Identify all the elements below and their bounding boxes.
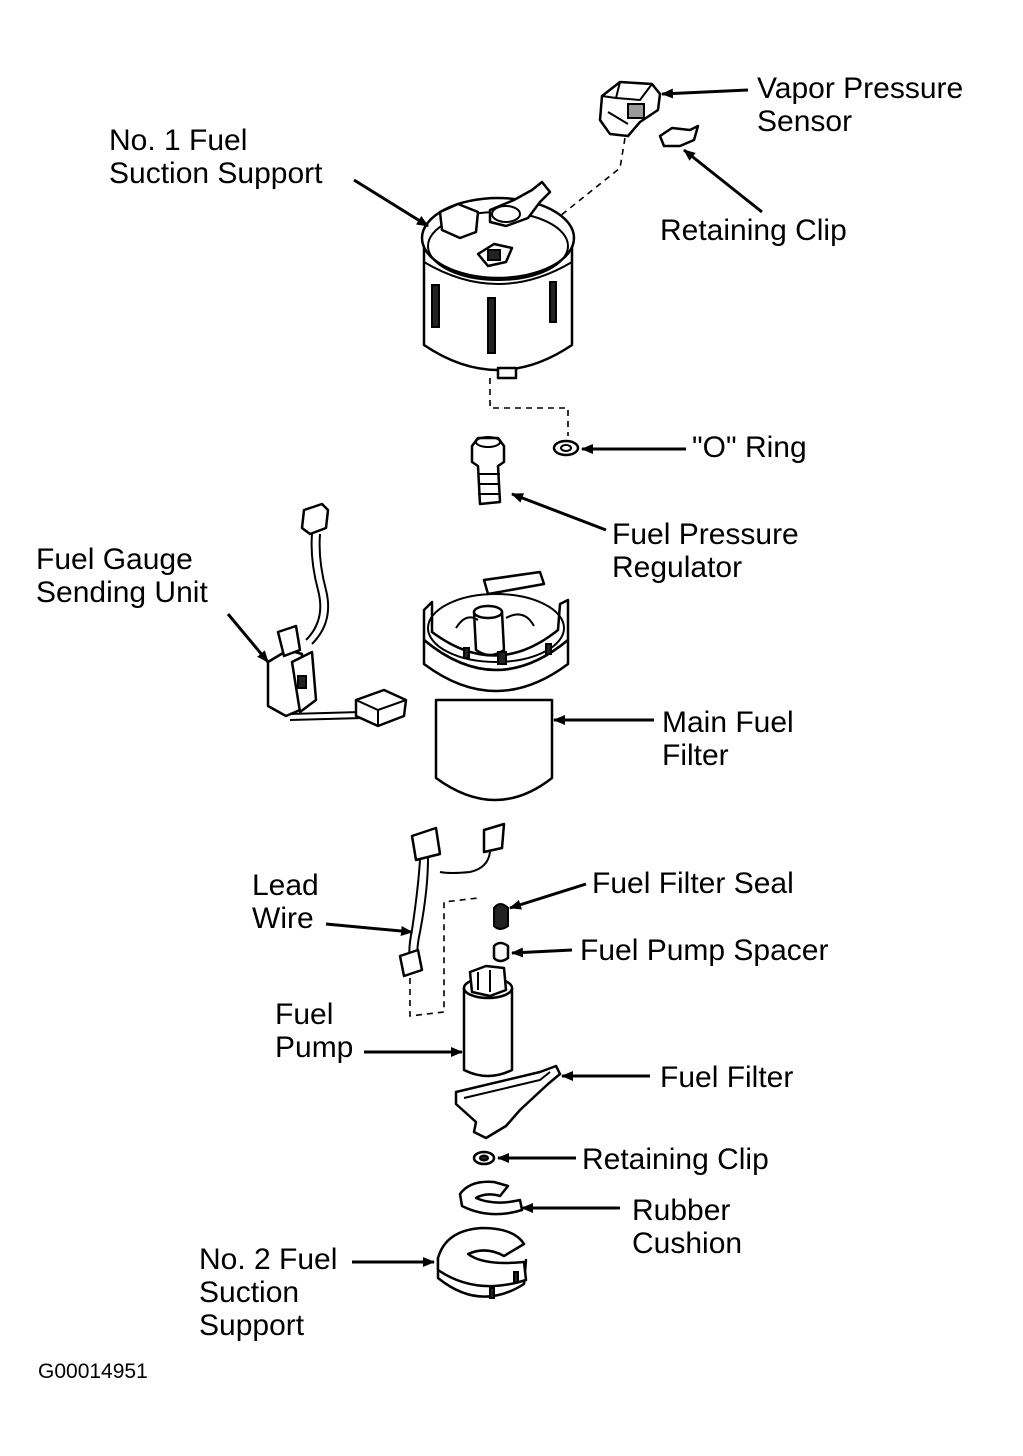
fuel-pressure-regulator-label: Fuel Pressure Regulator [612, 518, 799, 584]
label-line: Suction Support [109, 157, 323, 190]
label-line: Wire [252, 902, 314, 935]
fuel-filter-seal-label: Fuel Filter Seal [592, 867, 794, 900]
label-line: Retaining Clip [582, 1143, 769, 1176]
label-line: Rubber [632, 1194, 731, 1227]
o-ring-label: "O" Ring [692, 431, 807, 464]
fuel-gauge-sending-unit-part [266, 502, 408, 728]
no1-fuel-suction-support-part [420, 180, 576, 380]
label-line: Fuel Filter [660, 1061, 794, 1094]
label-line: Fuel [275, 998, 334, 1031]
no2-fuel-suction-support-label: No. 2 Fuel Suction Support [199, 1243, 337, 1342]
label-line: Fuel Filter Seal [592, 867, 794, 900]
label-line: Retaining Clip [660, 214, 847, 247]
rubber-cushion-label: Rubber Cushion [632, 1194, 742, 1260]
lead-wire-part [398, 822, 506, 978]
fuel-pump-part [462, 964, 514, 1078]
label-line: Sensor [757, 105, 853, 138]
label-line: No. 1 Fuel [109, 124, 248, 157]
lead-wire-label: Lead Wire [252, 869, 319, 935]
label-line: Filter [662, 739, 729, 772]
main-fuel-filter-label: Main Fuel Filter [662, 706, 794, 772]
fuel-filter-label: Fuel Filter [660, 1061, 793, 1094]
no2-fuel-suction-support-part [436, 1226, 528, 1299]
o-ring-part [552, 439, 580, 457]
retaining-clip-top-part [658, 124, 700, 148]
label-line: No. 2 Fuel [199, 1243, 338, 1276]
label-line: Fuel Pressure [612, 518, 799, 551]
retaining-clip-bottom-label: Retaining Clip [582, 1143, 769, 1176]
fuel-pump-spacer-label: Fuel Pump Spacer [580, 934, 828, 967]
label-line: Support [199, 1309, 305, 1342]
label-line: Regulator [612, 551, 743, 584]
label-line: Vapor Pressure [757, 72, 964, 105]
no1-fuel-suction-support-label: No. 1 Fuel Suction Support [109, 124, 322, 190]
label-line: Lead [252, 869, 319, 902]
fuel-pump-label: Fuel Pump [275, 998, 353, 1064]
label-line: Main Fuel [662, 706, 794, 739]
vapor-pressure-sensor-label: Vapor Pressure Sensor [757, 72, 963, 138]
label-line: Pump [275, 1031, 354, 1064]
figure-code: G00014951 [38, 1360, 148, 1383]
rubber-cushion-part [458, 1180, 524, 1216]
retaining-clip-top-label: Retaining Clip [660, 214, 847, 247]
fuel-pump-spacer-part [492, 941, 510, 963]
label-line: "O" Ring [692, 431, 807, 464]
vapor-pressure-sensor-part [598, 80, 662, 138]
leader-arrows [226, 88, 763, 1267]
label-line: Sending Unit [36, 576, 208, 609]
label-line: Fuel Gauge [36, 543, 193, 576]
fuel-pressure-regulator-part [470, 436, 506, 506]
label-line: Cushion [632, 1227, 743, 1260]
fuel-gauge-sending-unit-label: Fuel Gauge Sending Unit [36, 543, 208, 609]
fuel-filter-seal-part [493, 903, 509, 930]
fuel-filter-part [454, 1064, 562, 1140]
label-line: Fuel Pump Spacer [580, 934, 829, 967]
label-line: Suction [199, 1276, 300, 1309]
main-fuel-filter-part [422, 570, 570, 802]
